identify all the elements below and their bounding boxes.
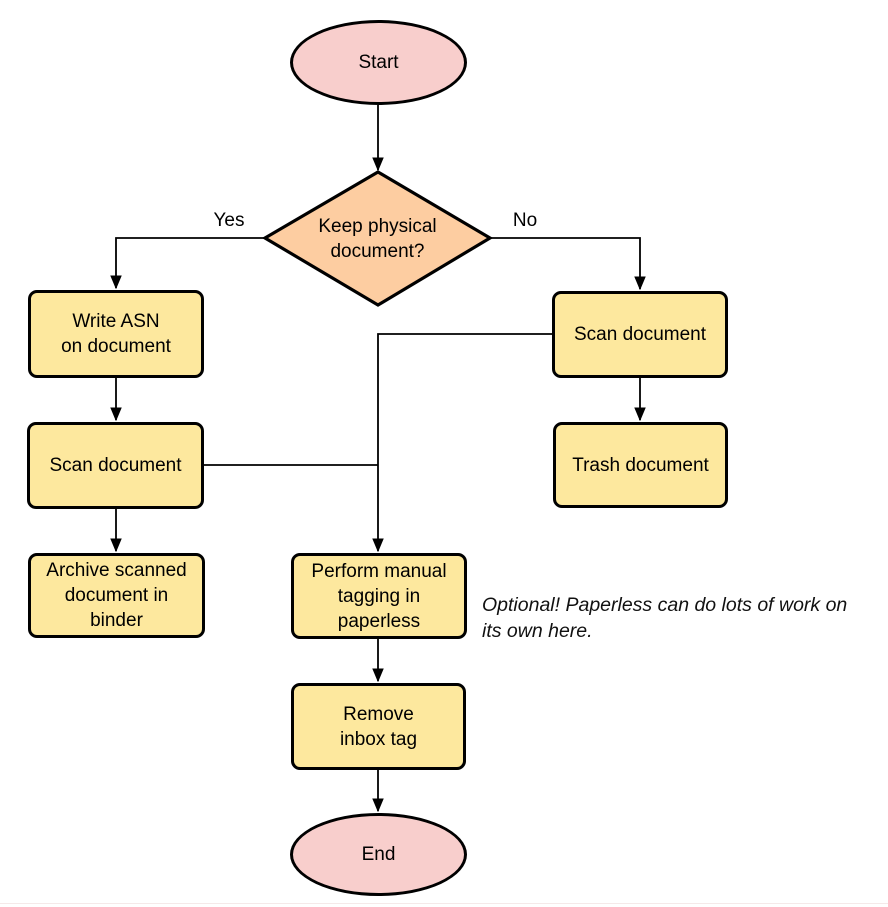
scan-document-left-label: Scan document <box>49 455 182 476</box>
trash-document-node: Trash document <box>553 422 728 508</box>
end-label: End <box>361 844 396 865</box>
write-asn-label: Write ASN on document <box>61 311 171 357</box>
scan-document-right-label: Scan document <box>573 324 707 345</box>
edge-scan-right-to-tagging <box>378 333 552 551</box>
scan-document-right-node: Scan document <box>552 291 728 378</box>
edge-decision-no-to-scan-right <box>490 237 640 289</box>
trash-document-label: Trash document <box>572 454 709 476</box>
end-node: End <box>290 813 467 896</box>
start-node: Start <box>290 20 467 105</box>
bottom-divider <box>0 903 888 904</box>
write-asn-node: Write ASN on document <box>28 290 204 378</box>
archive-label: Archive scanned document in binder <box>46 560 187 631</box>
archive-node: Archive scanned document in binder <box>28 553 205 638</box>
manual-tagging-node: Perform manual tagging in paperless <box>291 553 467 639</box>
edge-decision-yes-to-write-asn <box>116 237 265 288</box>
yes-branch-label: Yes <box>213 210 245 231</box>
start-label: Start <box>358 52 399 73</box>
scan-document-left-node: Scan document <box>27 422 204 509</box>
remove-inbox-tag-node: Remove inbox tag <box>291 683 466 770</box>
decision-label-text: Keep physical document? <box>318 215 437 262</box>
remove-inbox-tag-label: Remove inbox tag <box>339 703 418 750</box>
no-branch-label: No <box>512 210 538 231</box>
optional-note-text: Optional! Paperless can do lots of work … <box>482 594 848 642</box>
manual-tagging-label: Perform manual tagging in paperless <box>311 560 447 632</box>
decision-node-label: Keep physical document? <box>265 172 490 305</box>
decision-diamond-shape <box>261 170 494 307</box>
